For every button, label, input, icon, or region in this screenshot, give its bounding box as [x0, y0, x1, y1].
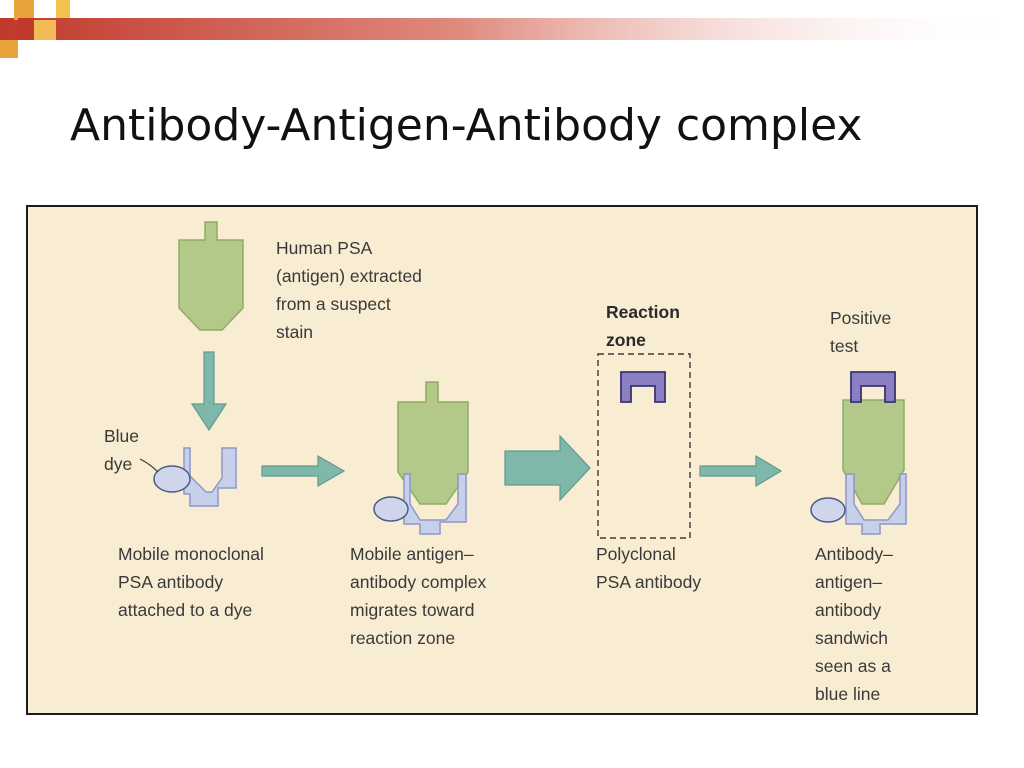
- monoclonal-antibody-shape-2: [403, 473, 467, 535]
- accent-square-orange-3: [0, 40, 18, 58]
- antigen-label: Human PSA (antigen) extracted from a sus…: [276, 238, 422, 342]
- antigen-shape-complex: [397, 381, 469, 505]
- accent-square-orange-2: [34, 20, 56, 40]
- accent-square-gold: [56, 0, 70, 18]
- accent-square-red: [18, 18, 34, 40]
- accent-square-orange-1: [14, 0, 34, 20]
- dye-label: Blue dye: [104, 426, 140, 474]
- dye-bead-3: [810, 497, 846, 523]
- positive-test-label: Positive test: [830, 308, 892, 356]
- antigen-shape-free: [178, 221, 244, 331]
- monoclonal-antibody-shape-3: [845, 473, 907, 535]
- monoclonal-antibody-shape-1: [183, 447, 237, 507]
- dye-bead-1: [153, 465, 191, 493]
- step1-caption: Mobile monoclonal PSA antibody attached …: [118, 544, 264, 620]
- title-decoration: [0, 0, 1024, 58]
- flow-arrow-1: [261, 454, 346, 488]
- step4-caption: Antibody– antigen– antibody sandwich see…: [815, 544, 893, 704]
- title-gradient-bar: [0, 18, 1024, 40]
- polyclonal-antibody-shape-1: [620, 371, 666, 403]
- dye-pointer-line: [139, 458, 159, 473]
- reaction-zone-box: [597, 353, 691, 539]
- dye-bead-2: [373, 496, 409, 522]
- slide-title: Antibody-Antigen-Antibody complex: [70, 100, 863, 151]
- polyclonal-antibody-shape-2: [850, 371, 896, 403]
- step2-caption: Mobile antigen– antibody complex migrate…: [350, 544, 487, 648]
- flow-arrow-down: [190, 351, 228, 432]
- antigen-shape-sandwich: [842, 399, 905, 505]
- reaction-zone-label: Reaction zone: [606, 302, 680, 350]
- flow-arrow-large: [504, 434, 591, 502]
- step3-caption: Polyclonal PSA antibody: [596, 544, 702, 592]
- flow-arrow-2: [699, 454, 783, 488]
